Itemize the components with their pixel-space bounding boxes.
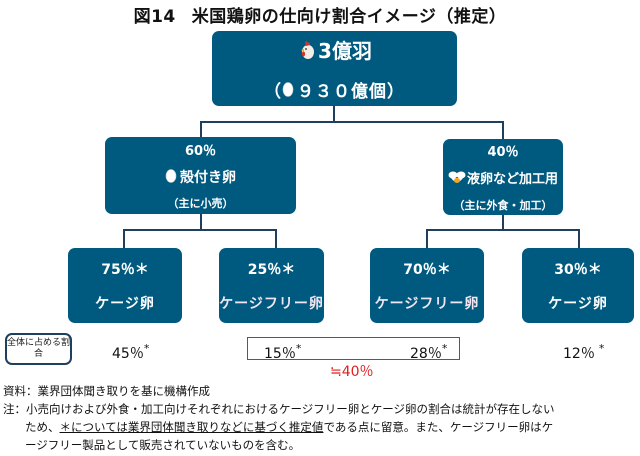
- note-line-1: 注：小売向けおよび外食・加工向けそれぞれにおけるケージフリー卵とケージ卵の割合は…: [3, 402, 555, 416]
- shell-egg-name: 殻付き卵: [180, 169, 236, 186]
- processed-egg-percent: 40％: [487, 145, 519, 160]
- figure-title: 図14 米国鶏卵の仕向け割合イメージ（推定）: [0, 2, 640, 27]
- open-paren: （: [264, 81, 282, 102]
- shell-egg-box: 60％ 殻付き卵 （主に小売）: [105, 137, 296, 214]
- shell-egg-label: 殻付き卵: [165, 167, 236, 188]
- source-note: 資料：業界団体聞き取りを基に機構作成: [3, 384, 210, 398]
- processed-cagefree-box: 70％＊ ケージフリー卵: [370, 248, 484, 323]
- connector-right-drop: [502, 121, 504, 139]
- total-box: 3億羽 （ ９３０億個）: [212, 31, 457, 106]
- share-value: 28％: [410, 346, 442, 362]
- share-retail-cagefree: 15％*: [264, 342, 301, 363]
- share-value: 15％: [264, 346, 296, 362]
- connector-midleft-horizontal: [123, 229, 277, 231]
- share-label: 全体に占める割合: [5, 333, 72, 365]
- retail-cagefree-label: ケージフリー卵: [219, 295, 324, 312]
- estimate-mark: *: [295, 342, 302, 355]
- egg-icon: [282, 81, 294, 102]
- total-eggs: （ ９３０億個）: [264, 77, 405, 103]
- liquid-egg-icon: [448, 170, 466, 189]
- total-eggs-value: ９３０億個）: [297, 81, 405, 102]
- processed-egg-label: 液卵など加工用: [448, 168, 558, 189]
- processed-egg-box: 40％ 液卵など加工用 （主に外食・加工）: [443, 139, 563, 215]
- note-line-2: ため、＊については業界団体聞き取りなどに基づく推定値である点に留意。また、ケージ…: [3, 418, 555, 436]
- estimate-mark: *: [143, 342, 150, 355]
- connector-b2-drop: [275, 229, 277, 248]
- processed-egg-name: 液卵など加工用: [466, 172, 558, 187]
- estimate-mark: *: [598, 342, 605, 355]
- share-retail-cage: 45％*: [112, 342, 149, 363]
- cagefree-highlight-box: [247, 337, 460, 360]
- connector-midright-vertical: [502, 215, 504, 230]
- processed-cage-box: 30％＊ ケージ卵: [522, 248, 634, 323]
- notes: 資料：業界団体聞き取りを基に機構作成 注：小売向けおよび外食・加工向けそれぞれに…: [3, 382, 555, 454]
- retail-cagefree-percent: 25％＊: [247, 261, 296, 278]
- estimate-mark: *: [441, 342, 448, 355]
- figure-title-text: 米国鶏卵の仕向け割合イメージ（推定）: [191, 7, 507, 27]
- connector-left-drop: [200, 121, 202, 137]
- retail-cage-percent: 75％＊: [101, 261, 149, 278]
- note-text: である点に留意。また、ケージフリー卵はケ: [323, 420, 554, 434]
- retail-cagefree-box: 25％＊ ケージフリー卵: [219, 248, 324, 323]
- share-value: 45％: [112, 346, 144, 362]
- processed-cagefree-label: ケージフリー卵: [374, 295, 480, 312]
- connector-midleft-vertical: [200, 214, 202, 230]
- egg-icon: [165, 168, 177, 187]
- total-hens-value: 3億羽: [318, 38, 372, 63]
- figure-number: 図14: [133, 7, 176, 27]
- note-line-3: ージフリー製品として販売されていないものを含む。: [25, 438, 301, 452]
- processed-cagefree-percent: 70％＊: [403, 261, 451, 278]
- total-hens: 3億羽: [297, 35, 372, 65]
- share-processed-cage: 12％*: [563, 342, 604, 363]
- connector-b4-drop: [578, 229, 580, 248]
- connector-midright-horizontal: [426, 229, 580, 231]
- shell-egg-sub: （主に小売）: [167, 197, 234, 211]
- processed-egg-sub: （主に外食・加工）: [453, 199, 553, 212]
- connector-b1-drop: [123, 229, 125, 248]
- chicken-icon: [297, 40, 315, 65]
- retail-cage-label: ケージ卵: [95, 295, 155, 312]
- shell-egg-percent: 60％: [184, 143, 217, 159]
- retail-cage-box: 75％＊ ケージ卵: [68, 248, 182, 323]
- share-value: 12％: [563, 346, 595, 362]
- connector-top-vertical: [333, 106, 335, 123]
- note-underlined-text: ＊については業界団体聞き取りなどに基づく推定値: [59, 420, 324, 434]
- cagefree-total: ≒40％: [330, 364, 374, 380]
- connector-top-horizontal: [200, 121, 504, 123]
- connector-b3-drop: [426, 229, 428, 248]
- note-text: ため、: [25, 420, 60, 434]
- share-processed-cagefree: 28％*: [410, 342, 447, 363]
- processed-cage-percent: 30％＊: [554, 261, 602, 278]
- processed-cage-label: ケージ卵: [548, 295, 608, 312]
